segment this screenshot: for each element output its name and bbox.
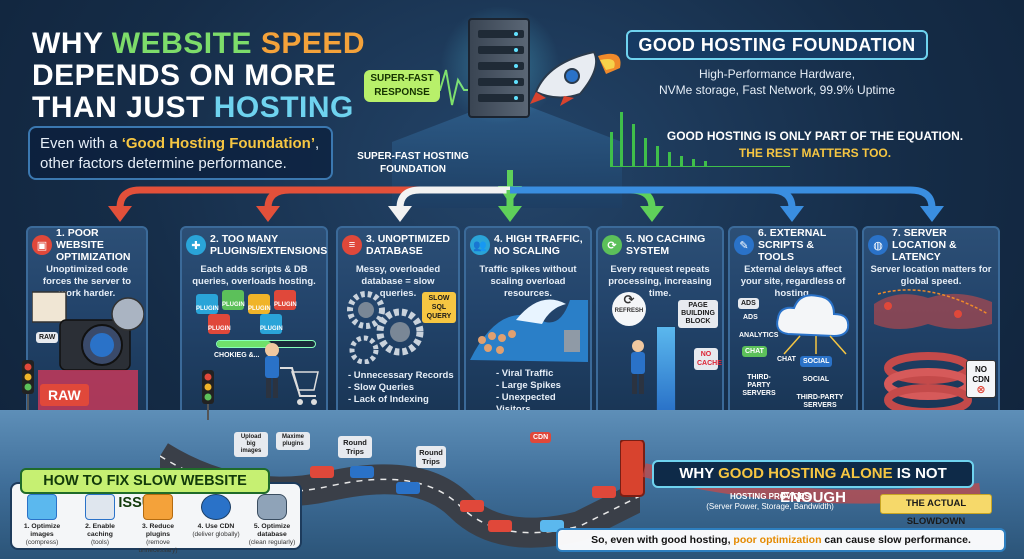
fix-item: 3. Reduce plugins (remove unnecessary): [130, 494, 186, 555]
panel-no-caching: ⟳ 5. NO CACHING SYSTEM Every request rep…: [596, 226, 724, 426]
traffic-light-icon: [202, 370, 214, 420]
fast-response-badge: SUPER-FAST RESPONSE: [364, 70, 440, 102]
worker-icon: [631, 340, 645, 394]
image-icon: ▣: [32, 235, 52, 255]
panel-external-scripts: ✎ 6. EXTERNAL SCRIPTS & TOOLS External d…: [728, 226, 858, 426]
good-hosting-desc: High-Performance Hardware, NVMe storage,…: [658, 67, 896, 97]
traffic-light-icon: [22, 360, 34, 410]
conclusion-banner: So, even with good hosting, poor optimiz…: [556, 528, 1006, 552]
hosting-foundation-label: SUPER-FAST HOSTING FOUNDATION: [357, 151, 469, 175]
fix-item: 5. Optimize database (clean regularly): [244, 494, 300, 547]
road-sign: CDN: [530, 432, 552, 443]
image-icon: [27, 494, 57, 520]
rocket-icon: [530, 50, 621, 106]
fix-item: 2. Enable caching (tools): [72, 494, 128, 547]
traffic-wave-icon: [470, 299, 588, 362]
why-title: WHY GOOD HOSTING ALONE IS NOT ENOUGH: [652, 460, 974, 506]
good-hosting-title: GOOD HOSTING FOUNDATION: [626, 30, 928, 60]
fix-item: 1. Optimize images (compress): [14, 494, 70, 547]
intro-text: Even with a ‘Good Hosting Foundation’, o…: [28, 126, 333, 180]
actual-slowdown-badge: THE ACTUAL SLOWDOWN: [880, 494, 992, 527]
close-icon: ⊗: [976, 384, 986, 396]
plugin-icon: [143, 494, 173, 520]
road-sign: Upload big images: [234, 432, 268, 457]
database-icon: [257, 494, 287, 520]
road-sign: Round Trips: [416, 446, 446, 468]
globe-icon: [201, 494, 231, 520]
road-sign: Round Trips: [338, 436, 372, 458]
no-cdn-sign: NO CDN ⊗: [966, 360, 996, 398]
fix-title: HOW TO FIX SLOW WEBSITE ISSUES: [20, 468, 270, 511]
equation-note: GOOD HOSTING IS ONLY PART OF THE EQUATIO…: [666, 129, 964, 160]
page-title: WHY WEBSITE SPEED DEPENDS ON MORE THAN J…: [32, 27, 366, 124]
users-icon: 👥: [470, 235, 490, 255]
road-sign: Maxime plugins: [276, 432, 310, 450]
building-blocks: [656, 326, 676, 412]
branch-arrows: [108, 170, 944, 222]
refresh-icon: ⟳: [602, 235, 622, 255]
panel-unoptimized-database: ≡ 3. UNOPTIMIZED DATABASE Messy, overloa…: [336, 226, 460, 426]
hosting-provides: HOSTING PROVIDES (Server Power, Storage,…: [706, 492, 834, 511]
cache-icon: [85, 494, 115, 520]
panel-poor-optimization: ▣ 1. POOR WEBSITE OPTIMIZATION Unoptimiz…: [26, 226, 148, 426]
heartbeat-icon: [430, 69, 480, 106]
fix-item: 4. Use CDN (deliver globally): [188, 494, 244, 539]
globe-icon: ◍: [868, 235, 888, 255]
performance-bars: [610, 112, 790, 167]
database-icon: ≡: [342, 235, 362, 255]
server-icon: [468, 18, 530, 118]
cloud-icon: [776, 294, 850, 355]
puzzle-icon: ✚: [186, 235, 206, 255]
panel-server-location: ◍ 7. SERVER LOCATION & LATENCY Server lo…: [862, 226, 1000, 426]
shopping-cart-icon: [265, 343, 319, 405]
script-icon: ✎: [734, 235, 754, 255]
gears-icon: [347, 291, 424, 364]
panel-high-traffic: 👥 4. HIGH TRAFFIC, NO SCALING Traffic sp…: [464, 226, 592, 426]
refresh-badge: ⟳ REFRESH: [612, 292, 646, 326]
